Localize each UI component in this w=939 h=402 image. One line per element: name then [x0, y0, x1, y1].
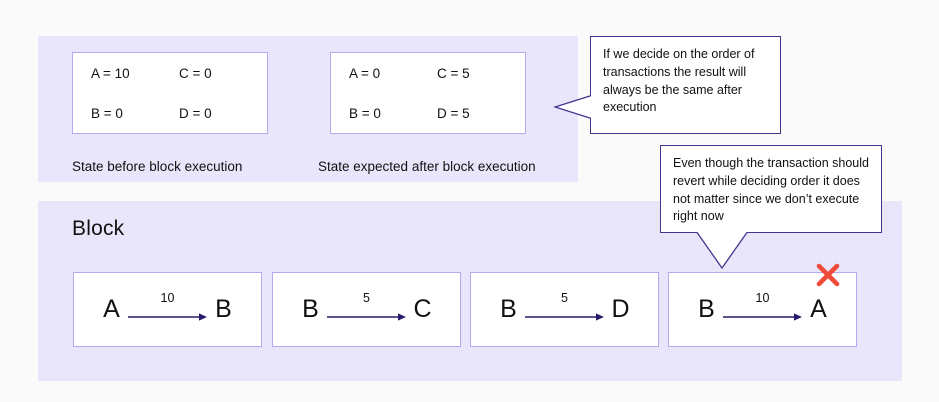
- transaction-arrow: 10: [722, 290, 804, 327]
- transaction-arrow: 5: [326, 290, 408, 327]
- transaction-from: B: [698, 295, 715, 323]
- transaction-amount: 10: [160, 290, 175, 305]
- state-entry-a: A = 10: [91, 65, 130, 81]
- transaction-box[interactable]: B 5 D: [470, 272, 659, 347]
- transaction-inner: B 10 A: [669, 273, 856, 346]
- state-entry-b: B = 0: [91, 105, 123, 121]
- state-entry-d: D = 5: [437, 105, 470, 121]
- transaction-amount: 10: [755, 290, 770, 305]
- transaction-to: B: [215, 295, 232, 323]
- state-after-box: A = 0 C = 5 B = 0 D = 5: [330, 52, 526, 134]
- transaction-to: C: [413, 295, 432, 323]
- transaction-arrow: 10: [127, 290, 209, 327]
- transaction-from: A: [103, 295, 120, 323]
- transaction-to: A: [810, 295, 827, 323]
- state-before-box: A = 10 C = 0 B = 0 D = 0: [72, 52, 268, 134]
- state-entry-d: D = 0: [179, 105, 212, 121]
- transaction-inner: B 5 D: [471, 273, 658, 346]
- transaction-amount: 5: [561, 290, 568, 305]
- callout-revert-note: Even though the transaction should rever…: [660, 145, 882, 233]
- transaction-inner: A 10 B: [74, 273, 261, 346]
- arrow-right-icon: [326, 312, 406, 321]
- arrow-right-icon: [127, 312, 207, 321]
- transaction-arrow: 5: [524, 290, 606, 327]
- arrow-right-icon: [524, 312, 604, 321]
- transaction-from: B: [500, 295, 517, 323]
- transaction-from: B: [302, 295, 319, 323]
- transaction-box[interactable]: B 5 C: [272, 272, 461, 347]
- transaction-amount: 5: [363, 290, 370, 305]
- state-entry-c: C = 5: [437, 65, 470, 81]
- revert-x-icon: [816, 263, 840, 287]
- transaction-box[interactable]: B 10 A: [668, 272, 857, 347]
- block-title: Block: [72, 217, 125, 240]
- transaction-box[interactable]: A 10 B: [73, 272, 262, 347]
- state-before-grid: A = 10 C = 0 B = 0 D = 0: [73, 53, 267, 133]
- state-after-caption: State expected after block execution: [318, 159, 536, 174]
- state-before-caption: State before block execution: [72, 159, 243, 174]
- state-entry-a: A = 0: [349, 65, 381, 81]
- state-entry-b: B = 0: [349, 105, 381, 121]
- arrow-right-icon: [722, 312, 802, 321]
- transaction-inner: B 5 C: [273, 273, 460, 346]
- callout-order-note: If we decide on the order of transaction…: [590, 36, 781, 134]
- state-entry-c: C = 0: [179, 65, 212, 81]
- state-after-grid: A = 0 C = 5 B = 0 D = 5: [331, 53, 525, 133]
- transaction-to: D: [611, 295, 630, 323]
